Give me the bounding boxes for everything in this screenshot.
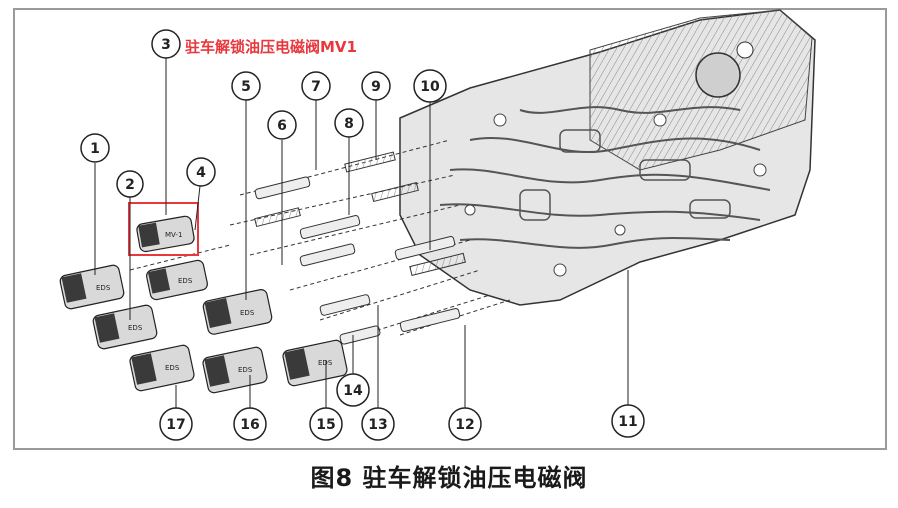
solenoid-eds-s1: EDS: [59, 264, 125, 310]
svg-text:2: 2: [125, 177, 135, 193]
callout-1: 1: [80, 133, 110, 163]
callout-5: 5: [231, 71, 261, 101]
svg-text:16: 16: [240, 417, 259, 433]
svg-text:12: 12: [455, 417, 474, 433]
solenoid-mv1: MV-1: [136, 215, 195, 253]
figure-caption: 图8 驻车解锁油压电磁阀: [310, 464, 588, 492]
solenoid-tag: EDS: [165, 364, 180, 372]
svg-text:1: 1: [90, 141, 100, 157]
callout-14: 14: [336, 373, 370, 407]
valve-springs: [254, 151, 466, 276]
svg-text:6: 6: [277, 118, 287, 134]
callout-3: 3: [151, 29, 181, 59]
solenoid-tag: EDS: [96, 284, 111, 292]
svg-text:7: 7: [311, 79, 321, 95]
solenoid-tag: MV-1: [165, 231, 182, 239]
svg-text:5: 5: [241, 79, 251, 95]
svg-text:11: 11: [618, 414, 637, 430]
callout-15: 15: [309, 407, 343, 441]
solenoid-eds-a: EDS: [282, 339, 348, 387]
callout-16: 16: [233, 407, 267, 441]
svg-text:15: 15: [316, 417, 335, 433]
callout-8: 8: [334, 108, 364, 138]
callout-13: 13: [361, 407, 395, 441]
svg-text:9: 9: [371, 79, 381, 95]
callout-12: 12: [448, 407, 482, 441]
leader-lines: [94, 58, 629, 410]
callout-7: 7: [301, 71, 331, 101]
svg-text:3: 3: [161, 37, 171, 53]
callout-4: 4: [186, 157, 216, 187]
callout-9: 9: [361, 71, 391, 101]
svg-text:10: 10: [420, 79, 440, 95]
mv1-highlight-box: [128, 202, 199, 256]
callout-17: 17: [159, 407, 193, 441]
callout-2: 2: [116, 170, 144, 198]
callout-6: 6: [267, 110, 297, 140]
svg-text:17: 17: [166, 417, 185, 433]
svg-text:13: 13: [368, 417, 387, 433]
svg-text:14: 14: [343, 383, 363, 399]
solenoid-tag: EDS: [128, 324, 143, 332]
solenoid-tag: EDS: [238, 366, 253, 374]
solenoid-tag: EDS: [318, 359, 333, 367]
solenoid-eds-f: EDS: [202, 289, 273, 335]
solenoid-eds-f-small: EDS: [146, 259, 208, 301]
solenoid-eds-c: EDS: [92, 304, 158, 350]
solenoid-eds-d: EDS: [202, 346, 268, 394]
highlight-title: 驻车解锁油压电磁阀MV1: [185, 38, 357, 56]
svg-text:8: 8: [344, 116, 354, 132]
solenoid-eds-b: EDS: [129, 344, 195, 392]
callout-10: 10: [413, 69, 447, 103]
svg-text:4: 4: [196, 165, 206, 181]
solenoid-tag: EDS: [240, 309, 255, 317]
valve-body-plate: [399, 9, 816, 306]
solenoid-tag: EDS: [178, 277, 193, 285]
callout-11: 11: [611, 404, 645, 438]
callout-markers: 1 2 3 4 5 6 7 8 9 10 11 12 13 14 15 16 1…: [80, 29, 645, 441]
